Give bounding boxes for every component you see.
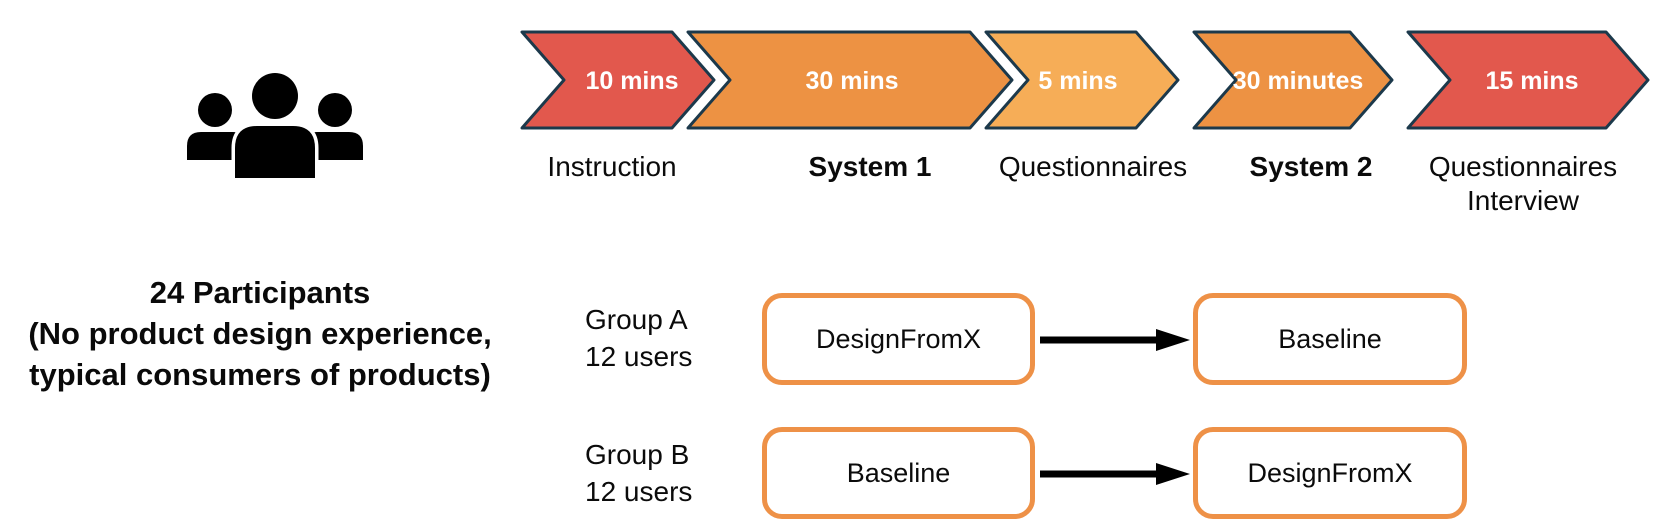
step-label-questionnaires-interview: Questionnaires Interview <box>1428 151 1618 216</box>
group-a-second-condition-box: Baseline <box>1193 293 1467 385</box>
group-a-arrow-icon <box>1040 329 1190 351</box>
group-b-name: Group B <box>585 439 690 470</box>
chevron-step-1 <box>520 30 716 130</box>
chevron-step-3 <box>984 30 1180 130</box>
group-b-second-condition-label: DesignFromX <box>1247 457 1413 488</box>
group-a-second-condition-label: Baseline <box>1278 323 1382 354</box>
timeline-chevrons: 10 mins 30 mins 5 mins 30 minutes 15 min… <box>520 30 1650 130</box>
duration-step-3: 5 mins <box>1038 67 1117 95</box>
group-a-first-condition-box: DesignFromX <box>762 293 1035 385</box>
group-b-second-condition-box: DesignFromX <box>1193 427 1467 519</box>
group-a-first-condition-label: DesignFromX <box>815 323 982 354</box>
duration-step-1: 10 mins <box>585 67 678 95</box>
group-a-name: Group A <box>585 304 688 335</box>
group-a-label: Group A 12 users <box>585 301 692 375</box>
group-b-first-condition-box: Baseline <box>762 427 1035 519</box>
group-b-first-condition-label: Baseline <box>846 457 951 488</box>
step-label-instruction: Instruction <box>547 151 677 182</box>
participants-description: 24 Participants (No product design exper… <box>28 275 492 392</box>
group-b-label: Group B 12 users <box>585 436 692 510</box>
duration-step-5: 15 mins <box>1485 67 1578 95</box>
group-a-size: 12 users <box>585 341 693 372</box>
group-b-size: 12 users <box>585 476 693 507</box>
people-group-icon <box>187 70 363 178</box>
chevron-step-2 <box>686 30 1014 130</box>
step-label-system-1: System 1 <box>808 151 932 182</box>
group-b-arrow-icon <box>1040 463 1190 485</box>
duration-step-2: 30 mins <box>805 67 898 95</box>
duration-step-4: 30 minutes <box>1233 67 1364 95</box>
chevron-step-4 <box>1192 30 1394 130</box>
chevron-step-5 <box>1406 30 1650 130</box>
step-label-system-2: System 2 <box>1249 151 1373 182</box>
step-label-questionnaires: Questionnaires <box>998 151 1188 182</box>
